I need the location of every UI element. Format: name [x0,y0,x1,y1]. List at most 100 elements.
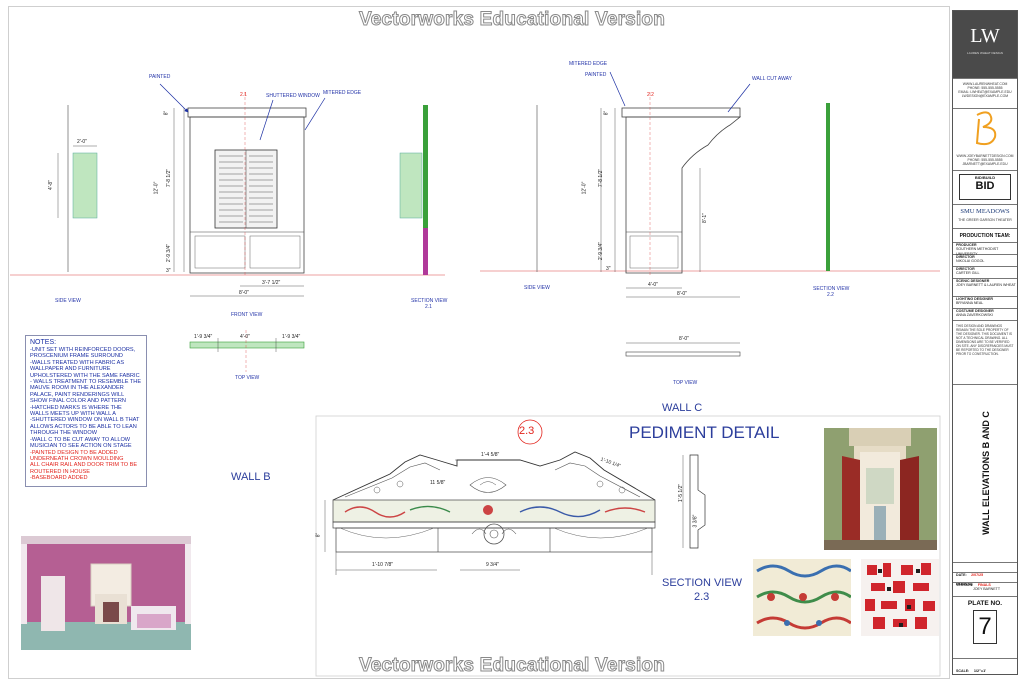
dim-total-w-c: 8'-0" [677,291,687,297]
detail-mark-circle [517,419,543,445]
wall-b-section-magenta [423,228,428,275]
dim-overall-h-c: 12'-0" [581,181,588,195]
bid-value: BID [975,180,995,192]
embroidery-pattern-sample [861,559,939,636]
dim-ped-left-w: 1'-10 7/8" [372,562,394,568]
notes-title: NOTES: [30,339,57,346]
watermark-top: Vectorworks Educational Version [358,9,666,31]
label-section-no-b: 2.1 [425,304,432,310]
note-item: -UNIT SET WITH REINFORCED DOORS, PROSCEN… [30,347,136,360]
callout-shuttered-window: SHUTTERED WINDOW [266,93,320,99]
wall-b-side-window-hatch [72,152,98,219]
signature-b-logo [975,111,997,146]
note-item: -WALL C TO BE CUT AWAY TO ALLOW MUSICIAN… [30,436,132,450]
production-team-header: PRODUCTION TEAM: [953,229,1017,243]
sheet-frame [8,6,950,679]
dim-base-b: 3" [166,268,171,274]
dim-left-offset: 3'-7 1/2" [262,280,281,286]
dim-upper-h-b: 7'-8 1/2" [166,168,173,188]
scale-value: 1/2"=1' [973,669,987,673]
label-section-no-c: 2.2 [827,292,834,298]
drawn-by-value: JOEY BARNETT [972,586,1001,591]
second-info-line: WWW.JOEYBARNETTDESIGN.COM [956,154,1014,158]
pediment-section-profile [689,454,706,549]
note-item-red: -BASEBOARD ADDED [30,475,88,482]
section-view-2-3-title: SECTION VIEW [662,577,743,589]
date-row: DATE: 2/07/25 [953,563,1017,577]
version-value: FINALS [977,583,991,587]
elevation-linework [10,71,941,677]
label-section-view-c: SECTION VIEW [813,286,850,292]
wall-c-section-green [826,103,830,271]
dim-crown-c: 8" [603,110,610,116]
dim-ped-mid-w: 9 3/4" [486,562,499,568]
logo-lw: LW [970,25,1000,47]
team-row: PRODUCER SOUTHERN METHODIST UNIVERSITY [953,243,1017,256]
dim-overall-h-b: 12'-0" [153,181,160,195]
plate-cell: PLATE NO. 7 [953,597,1017,659]
logo-sub: LAUREN WHEAT DESIGN [967,51,1003,55]
second-info-line: JBARNETT@EXAMPLE.EDU [962,162,1008,166]
dim-top-left: 1'-9 3/4" [194,334,213,340]
callout-painted-b: PAINTED [149,74,171,80]
wall-c-top-view [625,351,741,357]
sheet-title-cell: WALL ELEVATIONS B AND C [953,385,1017,563]
version-row: VERSION: FINALS [953,573,1017,587]
school-cell: SMU MEADOWS THE GREER GARSON THEATER [953,205,1017,229]
wall-b-section-green [423,105,428,275]
date-value: 2/07/25 [971,573,984,577]
team-row: SCENIC DESIGNER JOEY BARNETT & LAUREN WH… [953,279,1017,297]
dim-ped-depth: 3 3/8" [692,514,699,528]
theater-name: THE GREER GARSON THEATER [958,218,1012,222]
detail-mark-2-3: 2.3 [519,425,535,437]
dim-side-height: 4'-8" [47,180,54,190]
plate-number: 7 [973,610,997,644]
dim-ped-side: 8" [315,532,322,538]
label-front-view-b: FRONT VIEW [231,312,263,318]
designer-logo-panel: LW LAUREN WHEAT DESIGN [953,11,1017,79]
notes-box: NOTES: -UNIT SET WITH REINFORCED DOORS, … [25,335,147,487]
team-row: LIGHTING DESIGNER BRYANNA NEAL [953,297,1017,309]
doorway-photo [824,428,937,550]
dim-ped-inner: 11 5/8" [430,480,446,486]
callout-painted-c: PAINTED [585,72,607,78]
designer-info-line: PHONE: 555-555-5555 [967,86,1003,90]
watermark-bottom: Vectorworks Educational Version [358,655,666,677]
second-info-line: PHONE: 555-555-5555 [967,158,1003,162]
dim-base-c: 3" [606,266,611,272]
bid-label: BID/BUILD [974,175,996,180]
label-side-view-b: SIDE VIEW [55,298,81,304]
note-item: -WALLS TREATED WITH FABRIC AS WALLPAPER … [30,359,140,379]
callout-mitered-edge-c: MITERED EDGE [569,61,608,67]
dim-top-w-c: 8'-0" [679,336,689,342]
label-side-view-c: SIDE VIEW [524,285,550,291]
wall-c-title: WALL C [662,402,703,414]
wall-b-title: WALL B [231,471,271,483]
label-section-view-b: SECTION VIEW [411,298,448,304]
sheet-title: WALL ELEVATIONS B AND C [981,411,991,535]
dim-total-w-b: 8'-0" [239,290,249,296]
team-row: DIRECTOR CARTER GILL [953,267,1017,279]
callout-wall-cut-away: WALL CUT AWAY [752,76,792,82]
team-row: DIRECTOR NIKOLAI GOGOL [953,255,1017,267]
mauve-room-photo [21,536,191,650]
second-logo-cell: WWW.JOEYBARNETTDESIGN.COM PHONE: 555-555… [953,109,1017,171]
dim-top-right: 1'-9 3/4" [282,334,301,340]
dim-door-w: 4'-0" [648,282,658,288]
scale-row: SCALE: 1/2"=1' [956,669,987,673]
team-row: COSTUME DESIGNER ANNA ZAVERKOWSKI [953,309,1017,321]
school-name: SMU MEADOWS [960,208,1010,215]
dim-crown-b: 8" [163,110,170,116]
note-item: -SHUTTERED WINDOW ON WALL B THAT ALLOWS … [30,417,140,437]
title-block: LW LAUREN WHEAT DESIGN WWW.LAURENWHEAT.C… [952,10,1018,675]
disclaimer-text: THIS DESIGN AND DRAWINGS REMAIN THE SOLE… [956,324,1014,356]
wall-b-top-view [189,341,305,349]
disclaimer-cell: THIS DESIGN AND DRAWINGS REMAIN THE SOLE… [953,321,1017,385]
label-top-view-c: TOP VIEW [673,380,698,386]
dim-side-width: 2'-0" [77,139,87,145]
dim-ped-height: 1'-5 1/2" [678,483,685,503]
dim-lower-h-b: 2'-9 3/4" [166,243,173,263]
note-item: - WALLS TREATMENT TO RESEMBLE THE MAUVE … [30,379,142,405]
mark-2-1: 2.1 [240,92,247,98]
